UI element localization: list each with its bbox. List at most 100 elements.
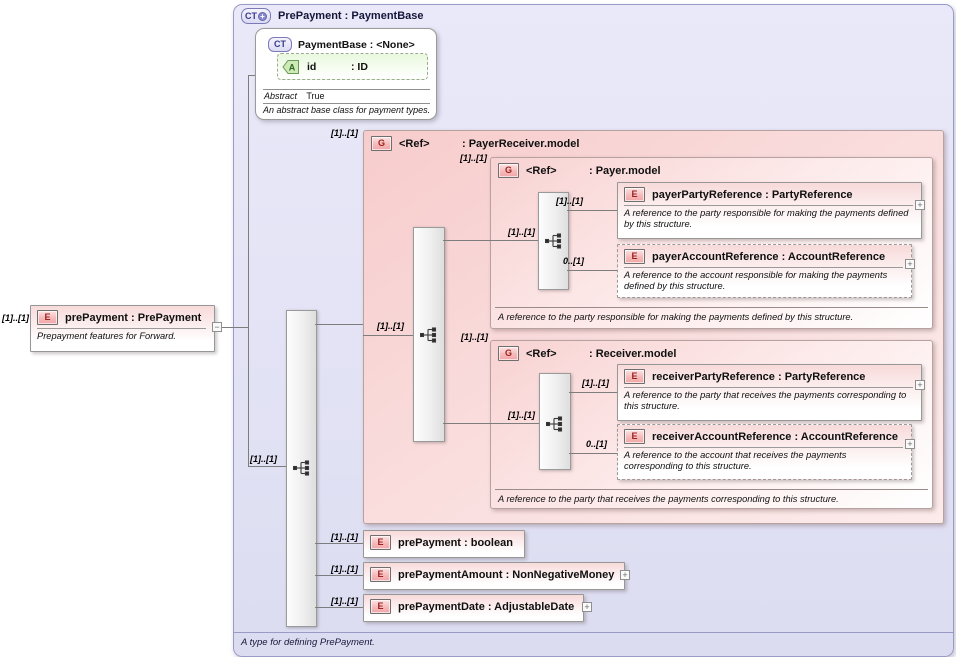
attribute-id-box[interactable]: A id : ID xyxy=(277,53,428,80)
facet-label: Abstract xyxy=(264,91,298,101)
cardinality-label: 0..[1] xyxy=(563,256,585,266)
group-footer-separator xyxy=(495,489,928,490)
element-annotation: Prepayment features for Forward. xyxy=(37,331,176,341)
group-ref-name: <Ref> xyxy=(526,164,557,177)
connector-line xyxy=(248,75,249,467)
collapse-button[interactable]: − xyxy=(212,322,222,332)
group-payer-header: G <Ref> : Payer.model xyxy=(491,158,932,178)
cardinality-label: [1]..[1] xyxy=(460,153,487,163)
basetype-title: PaymentBase : <None> xyxy=(298,38,415,51)
element-separator xyxy=(624,205,913,206)
cardinality-label: [1]..[1] xyxy=(508,227,535,237)
group-footer-separator xyxy=(495,307,928,308)
element-annotation: A reference to the party that receives t… xyxy=(624,390,907,411)
group-ref-name: <Ref> xyxy=(399,137,430,150)
complextype-icon: CT xyxy=(268,37,292,52)
element-title: payerPartyReference : PartyReference xyxy=(652,188,853,201)
element-prepaymentdate[interactable]: E prePaymentDate : AdjustableDate xyxy=(363,594,584,622)
basetype-paymentbase-box[interactable]: CT PaymentBase : <None> A id : ID Abstra… xyxy=(255,28,437,120)
group-type: : Receiver.model xyxy=(589,347,677,360)
cardinality-label: [1]..[1] xyxy=(331,596,358,606)
element-annotation: A reference to the account responsible f… xyxy=(624,270,888,291)
connector-line xyxy=(315,607,363,608)
expand-button[interactable]: + xyxy=(905,259,915,269)
connector-line xyxy=(315,543,363,544)
expand-button[interactable]: + xyxy=(915,200,925,210)
svg-text:A: A xyxy=(289,62,296,72)
element-payerpartyreference[interactable]: E payerPartyReference : PartyReference A… xyxy=(617,182,922,239)
group-ref-name: <Ref> xyxy=(526,347,557,360)
sequence-icon xyxy=(292,460,309,476)
connector-line xyxy=(315,575,363,576)
connector-line xyxy=(248,75,255,76)
attribute-name: id xyxy=(307,60,317,73)
group-receiver-annotation: A reference to the party that receives t… xyxy=(498,494,839,504)
cardinality-label: [1]..[1] xyxy=(250,454,277,464)
sequence-icon xyxy=(420,327,437,343)
element-separator xyxy=(37,328,206,329)
connector-line xyxy=(363,335,413,336)
group-type: : Payer.model xyxy=(589,164,661,177)
sequence-compositor-payerreceiver[interactable] xyxy=(413,227,445,442)
element-separator xyxy=(624,387,913,388)
cardinality-label: [1]..[1] xyxy=(331,128,358,138)
cardinality-label: [1]..[1] xyxy=(331,564,358,574)
sequence-icon xyxy=(546,416,563,432)
group-icon: G xyxy=(498,346,519,361)
element-receiveraccountreference[interactable]: E receiverAccountReference : AccountRefe… xyxy=(617,424,912,480)
expand-button[interactable]: + xyxy=(620,570,630,580)
basetype-annotation: An abstract base class for payment types… xyxy=(263,105,431,115)
element-separator xyxy=(624,447,903,448)
container-annotation: A type for defining PrePayment. xyxy=(241,637,375,648)
cardinality-label: [1]..[1] xyxy=(582,378,609,388)
expand-button[interactable]: + xyxy=(905,439,915,449)
element-icon: E xyxy=(37,310,58,325)
facet-value: True xyxy=(306,91,325,101)
group-payerreceiver-header: G <Ref> : PayerReceiver.model xyxy=(364,131,943,151)
complextype-header: CT+ PrePayment : PaymentBase xyxy=(241,8,424,24)
element-title: prePaymentAmount : NonNegativeMoney xyxy=(398,568,615,581)
element-title: prePayment : PrePayment xyxy=(65,311,202,324)
expand-button[interactable]: + xyxy=(582,602,592,612)
connector-line xyxy=(443,423,539,424)
element-icon: E xyxy=(370,567,391,582)
container-footer-separator xyxy=(234,632,953,633)
cardinality-label: [1]..[1] xyxy=(508,410,535,420)
element-prepayment-root[interactable]: E prePayment : PrePayment Prepayment fea… xyxy=(30,305,215,352)
complextype-title: PrePayment : PaymentBase xyxy=(278,10,424,22)
element-payeraccountreference[interactable]: E payerAccountReference : AccountReferen… xyxy=(617,244,912,298)
attribute-type: : ID xyxy=(351,60,368,73)
cardinality-label: [1]..[1] xyxy=(2,313,29,323)
element-icon: E xyxy=(370,535,391,550)
group-type: : PayerReceiver.model xyxy=(462,137,580,150)
sequence-compositor-main[interactable] xyxy=(286,310,317,627)
sequence-compositor-receiver[interactable] xyxy=(539,373,571,470)
connector-line xyxy=(248,466,286,467)
connector-line xyxy=(443,240,538,241)
connector-line xyxy=(567,270,617,271)
group-icon: G xyxy=(498,163,519,178)
sequence-compositor-payer[interactable] xyxy=(538,192,569,290)
element-separator xyxy=(624,267,903,268)
sequence-icon xyxy=(544,233,561,249)
cardinality-label: 0..[1] xyxy=(586,439,608,449)
group-receiver-header: G <Ref> : Receiver.model xyxy=(491,341,932,361)
element-title: prePayment : boolean xyxy=(398,536,513,549)
element-title: prePaymentDate : AdjustableDate xyxy=(398,600,575,613)
facet-separator xyxy=(263,89,430,90)
cardinality-label: [1]..[1] xyxy=(331,532,358,542)
element-receiverpartyreference[interactable]: E receiverPartyReference : PartyReferenc… xyxy=(617,364,922,421)
element-title: receiverPartyReference : PartyReference xyxy=(652,370,866,383)
complextype-plus-icon: CT+ xyxy=(241,8,271,24)
cardinality-label: [1]..[1] xyxy=(556,196,583,206)
group-payer-annotation: A reference to the party responsible for… xyxy=(498,312,854,322)
attribute-icon: A xyxy=(282,59,299,74)
element-prepaymentamount[interactable]: E prePaymentAmount : NonNegativeMoney xyxy=(363,562,625,590)
connector-line xyxy=(315,324,363,325)
element-icon: E xyxy=(624,187,645,202)
annotation-separator xyxy=(263,103,430,104)
element-prepayment-boolean[interactable]: E prePayment : boolean xyxy=(363,530,525,558)
expand-button[interactable]: + xyxy=(915,380,925,390)
connector-line xyxy=(567,210,617,211)
